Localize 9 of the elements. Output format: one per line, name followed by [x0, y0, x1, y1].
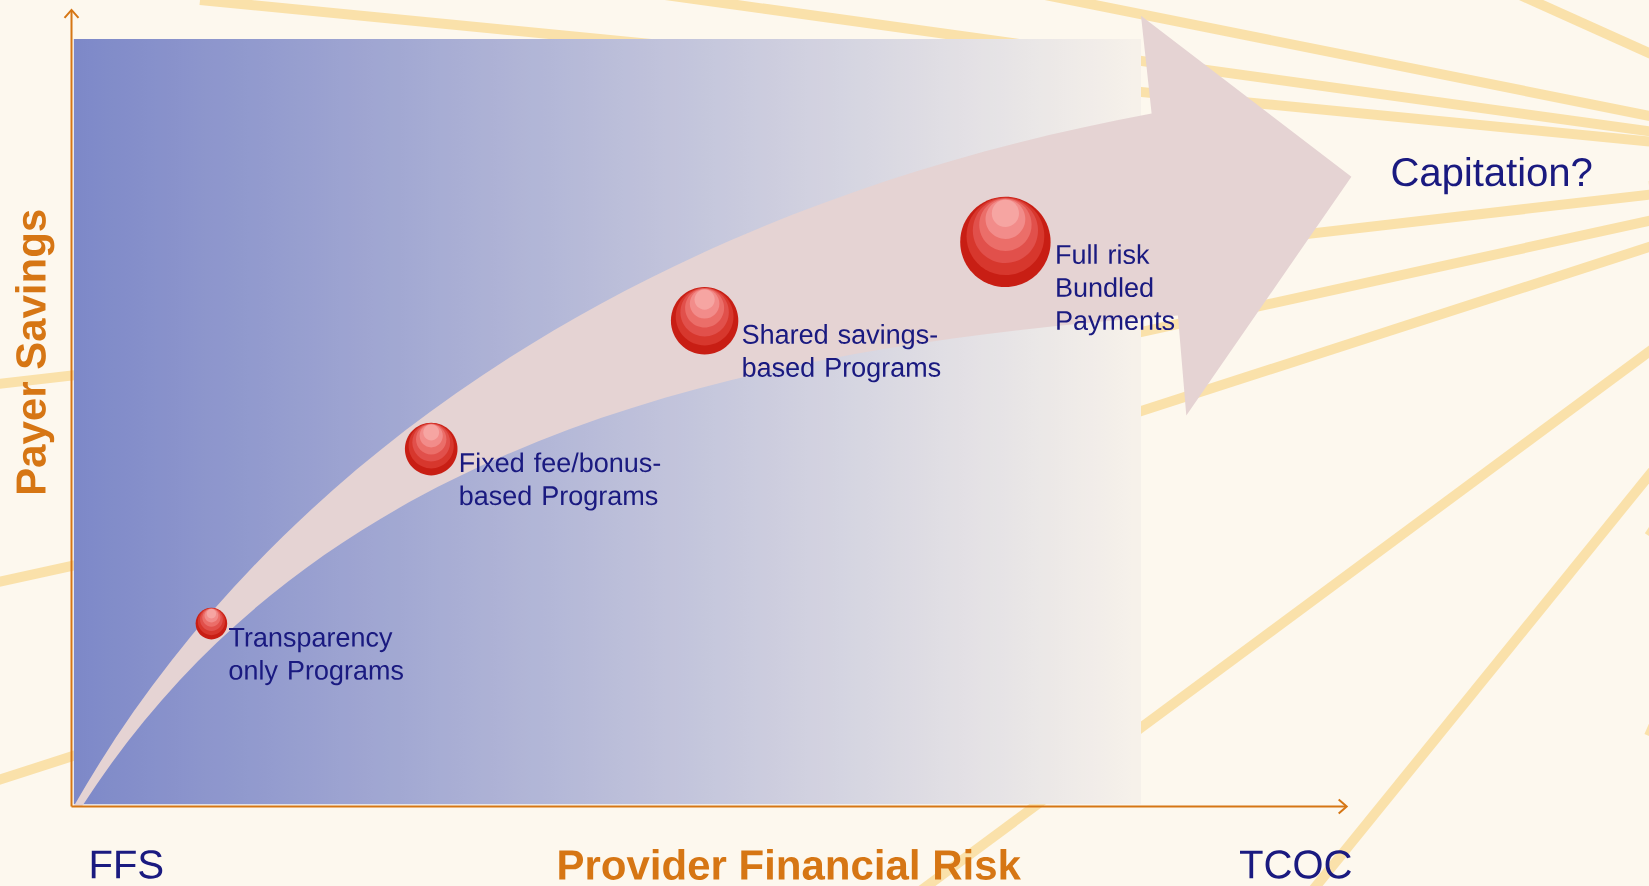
- axis-title: Provider Financial Risk: [559, 849, 1021, 880]
- bubble-caption: Transparency only Programs: [229, 628, 403, 686]
- bubble-caption: Fixed fee/bonus-based Programs: [460, 452, 661, 511]
- axis-end-label: FFS: [91, 850, 163, 879]
- annotation-label: Capitation?: [1392, 156, 1592, 195]
- bubble-caption: Shared savings-based Programs: [742, 324, 941, 383]
- axis-end-label: TCOC: [1240, 850, 1351, 879]
- axis-title: Payer Savings: [15, 210, 55, 494]
- bubble-caption: Full risk Bundled Payments: [1057, 244, 1175, 336]
